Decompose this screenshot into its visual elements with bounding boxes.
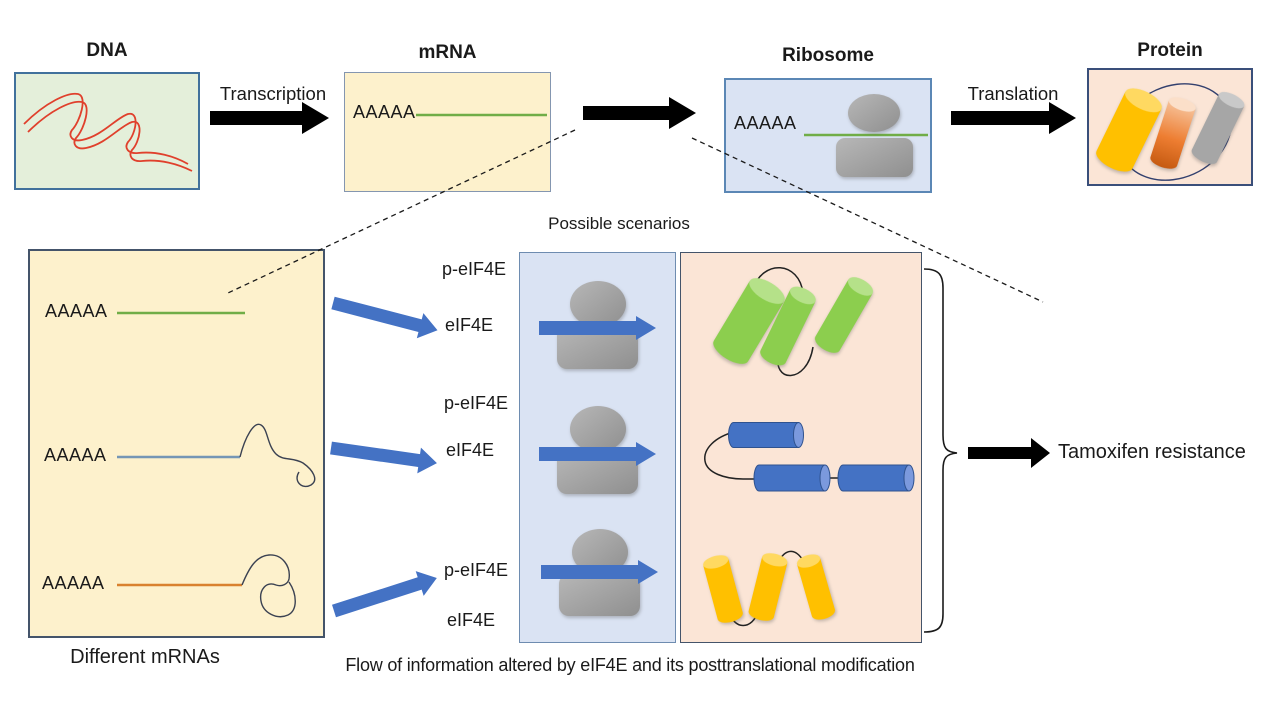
dna-strand-2 [27, 100, 193, 172]
mrna-box: AAAAA [344, 72, 551, 192]
protein-outcomes-graphic [703, 267, 915, 627]
protein-outcomes-box [680, 252, 922, 643]
mrna-poly-a-label: AAAAA [353, 102, 416, 122]
blue-chain-loop [704, 431, 759, 480]
protein-yellow-cylinder [1096, 88, 1162, 172]
different-mrnas-label: Different mRNAs [70, 646, 220, 668]
different-mrnas-graphic [117, 311, 316, 618]
dna-helix-icon [23, 92, 193, 172]
p-eif4e-label-3: p-eIF4E [444, 560, 509, 580]
ribosome-icon-1 [557, 281, 638, 369]
figure-caption: Flow of information altered by eIF4E and… [345, 655, 915, 675]
green-helix-cylinder-3 [814, 277, 874, 353]
ribosome-icon-2 [557, 406, 638, 494]
mrna-row3-poly-a-label: AAAAA [42, 573, 105, 593]
yellow-helix-cylinder-3 [796, 554, 836, 620]
transcription-label: Transcription [219, 83, 327, 104]
protein-box [1087, 68, 1253, 186]
ribosome-poly-a-label: AAAAA [734, 113, 797, 133]
different-mrnas-box: AAAAA AAAAA AAAAA [28, 249, 325, 638]
dna-box [14, 72, 200, 190]
protein-gray-cylinder [1191, 91, 1245, 164]
mrna-scenario-arrow-3 [332, 571, 437, 618]
possible-scenarios-title: Possible scenarios [548, 214, 690, 233]
yellow-helix-cylinder-1 [703, 555, 743, 623]
translation-rate-arrow-1 [539, 316, 656, 340]
ribosome-graphic [804, 94, 928, 177]
p-eif4e-label-2: p-eIF4E [444, 393, 509, 413]
mrna-title: mRNA [418, 42, 477, 63]
translation-rate-arrow-3 [541, 560, 658, 584]
eif4e-label-3: eIF4E [447, 610, 496, 630]
scenarios-graphic [539, 281, 658, 616]
mrna-row1-poly-a-label: AAAAA [45, 301, 108, 321]
blue-helix-cylinder-2 [753, 464, 831, 492]
protein-title: Protein [1137, 40, 1203, 61]
ribosome-title: Ribosome [782, 45, 874, 66]
right-brace [923, 268, 958, 633]
mrna-to-ribosome-arrow [583, 97, 696, 129]
mrna-scenario-arrow-2 [330, 441, 437, 474]
blue-helix-cylinder-3 [837, 464, 915, 492]
mrna-strand-graphic [416, 113, 547, 117]
translation-label: Translation [967, 83, 1059, 104]
p-eif4e-label-1: p-eIF4E [442, 259, 507, 279]
blue-helix-cylinder-1 [728, 422, 804, 448]
mrna-scenario-arrow-1 [331, 296, 438, 339]
tamoxifen-resistance-label: Tamoxifen resistance [1058, 441, 1246, 463]
transcription-arrow [210, 102, 329, 134]
yellow-helix-cylinder-2 [748, 553, 788, 621]
translation-arrow [951, 102, 1076, 134]
protein-orange-cylinder [1150, 97, 1196, 169]
eif4e-label-2: eIF4E [446, 440, 495, 460]
outcome-arrow [968, 438, 1050, 468]
mrna-row2-poly-a-label: AAAAA [44, 445, 107, 465]
ribosome-icon-3 [559, 529, 640, 616]
ribosome-box: AAAAA [724, 78, 932, 193]
mrna-row3-secondary-structure [241, 554, 296, 618]
dna-title: DNA [86, 40, 128, 61]
scenarios-ribosome-box [519, 252, 676, 643]
eif4e-label-1: eIF4E [445, 315, 494, 335]
mrna-row2-secondary-structure [239, 423, 316, 488]
translation-rate-arrow-2 [539, 442, 656, 466]
dna-strand-1 [23, 92, 189, 165]
protein-structure-icon [1096, 83, 1245, 181]
